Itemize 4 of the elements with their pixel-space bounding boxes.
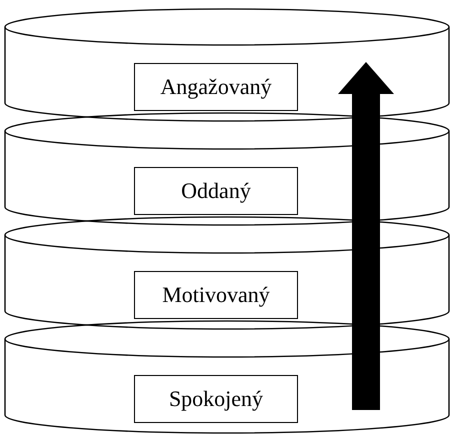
label-box: Spokojený [134, 375, 298, 423]
label-box: Motivovaný [134, 271, 298, 319]
label-box: Oddaný [134, 167, 298, 215]
label-box: Angažovaný [134, 63, 298, 111]
